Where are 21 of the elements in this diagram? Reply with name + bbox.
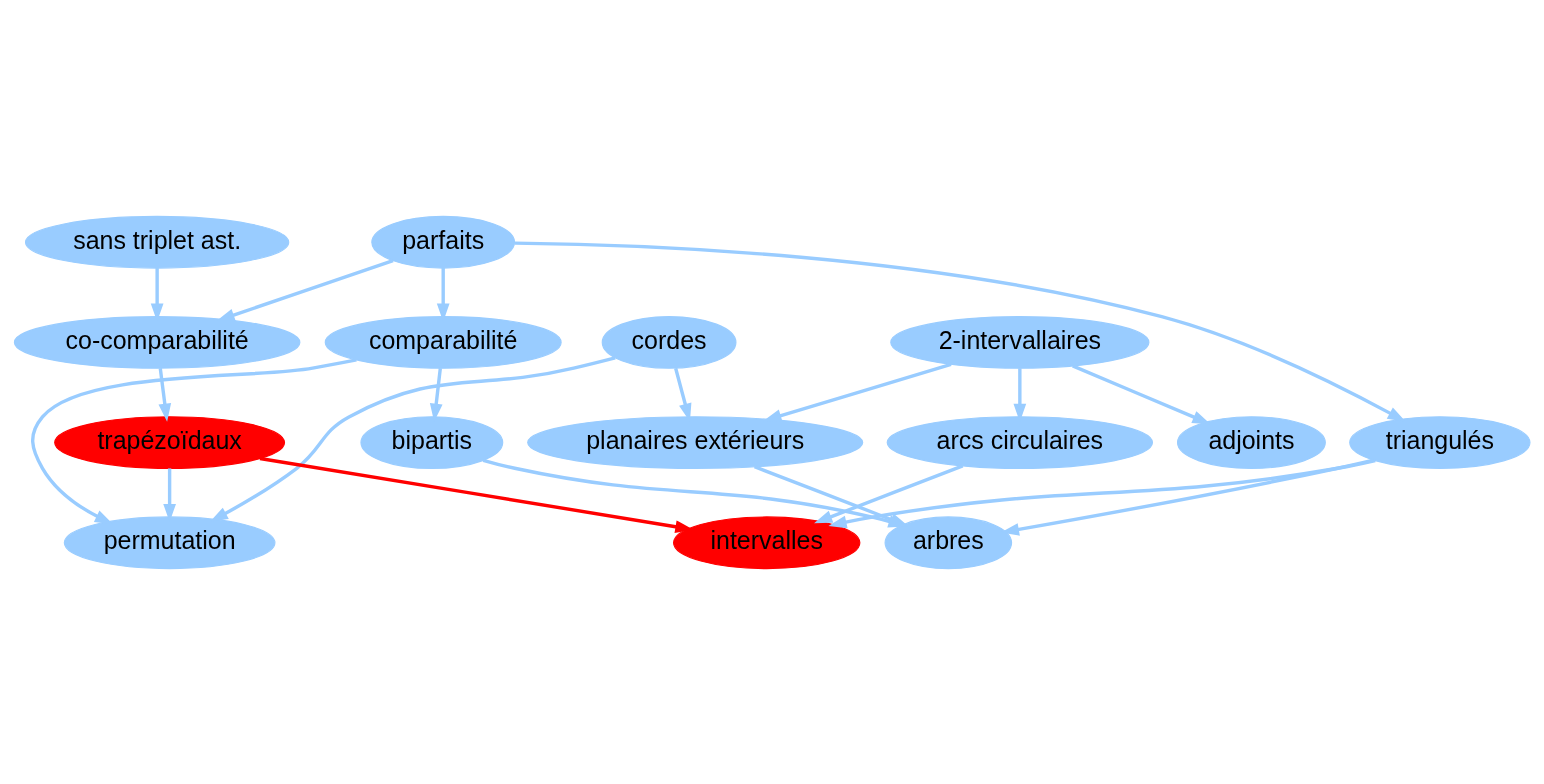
arrow <box>259 456 694 533</box>
arrow <box>763 362 952 422</box>
arrow <box>216 258 394 321</box>
node-ellipse: adjoints <box>1176 415 1326 469</box>
node-ellipse: parfaits <box>371 215 516 269</box>
node-ellipse: triangulés <box>1349 415 1531 469</box>
node-ellipse: co-comparabilité <box>13 315 301 369</box>
node-ellipse: comparabilité <box>324 315 562 369</box>
node-ellipse: planaires extérieurs <box>527 415 864 469</box>
node-ellipse: bipartis <box>360 415 504 469</box>
arrow <box>514 240 1406 422</box>
node-ellipse: arcs circulaires <box>886 415 1154 469</box>
node-ellipse: permutation <box>63 515 276 569</box>
arrow <box>31 357 357 524</box>
node-ellipse: cordes <box>601 315 737 369</box>
node-ellipse: sans triplet ast. <box>24 215 290 269</box>
node-ellipse: 2-intervallaires <box>890 315 1150 369</box>
node-ellipse: trapézoïdaux <box>54 415 286 469</box>
arrow <box>209 355 616 522</box>
arrow <box>158 367 172 422</box>
arrow <box>814 463 964 523</box>
